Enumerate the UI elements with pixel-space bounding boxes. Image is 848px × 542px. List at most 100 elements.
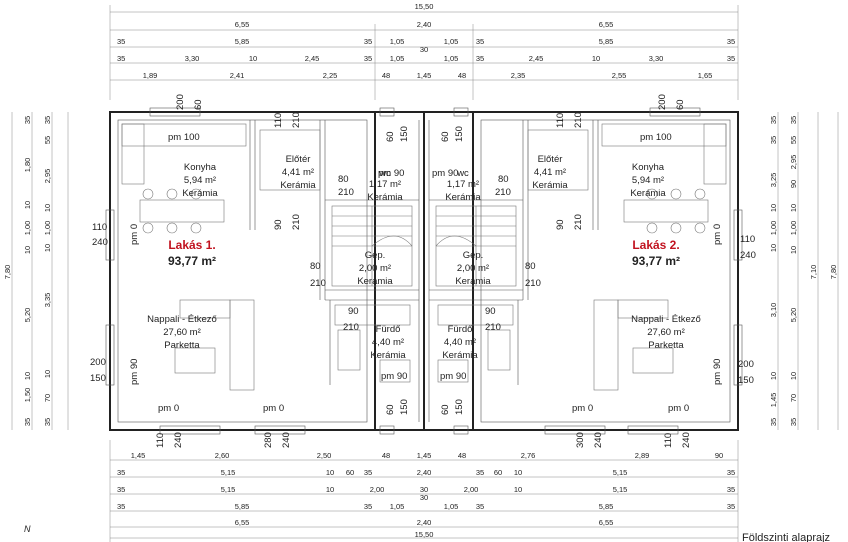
dim-label: 35 [727,37,735,46]
bottom-window-1-width: 300 [575,432,586,448]
dim-top-row3: 35 5,85 35 1,05 30 1,05 35 5,85 35 [117,37,735,54]
bottom-window-1-height: 240 [173,432,184,448]
flat-1-name: Lakás 1. [168,238,215,252]
dim-label: 10 [43,244,52,252]
openings-left: 200 60 pm 100 110 210 60 150 pm 90 80 21… [90,94,410,448]
dim-label: 35 [117,37,125,46]
room-name: Fürdő [448,324,473,335]
dim-label: 35 [43,418,52,426]
dim-label: 1,05 [390,502,405,511]
dim-label: 35 [727,485,735,494]
room-wc-right: wc 1,17 m² Kerámia [445,168,481,203]
dim-label: 10 [514,468,522,477]
side-window-top-pm: pm 0 [712,224,723,245]
dim-label: 1,45 [131,451,146,460]
dim-label: 6,55 [235,518,250,527]
dim-label: 35 [117,54,125,63]
dim-bottom-row5: 6,55 2,40 6,55 [235,518,614,527]
bottom-pm-2: pm 0 [263,403,284,414]
wc-door-height: 210 [495,187,511,198]
dim-label: 5,20 [23,308,32,323]
stairs-left [331,205,413,287]
room-floor: Parketta [164,340,200,351]
furdo-door-height: 210 [343,322,359,333]
side-window-bottom-sill: 150 [738,375,754,386]
dim-label: 35 [727,468,735,477]
dim-label: 35 [364,54,372,63]
windows [105,107,743,435]
entry-door-width: 110 [555,113,566,128]
dim-label: 1,05 [390,37,405,46]
dim-label: 35 [769,418,778,426]
dim-label: 2,25 [323,71,338,80]
flat-2-name: Lakás 2. [632,238,679,252]
room-area: 27,60 m² [647,327,685,338]
dim-label: 10 [592,54,600,63]
side-window-top-pm: pm 0 [129,224,140,245]
room-name: Konyha [184,162,217,173]
room-floor: Kerámia [357,276,393,287]
dim-label: 10 [769,204,778,212]
room-area: 1,17 m² [447,179,479,190]
room-area: 2,00 m² [457,263,489,274]
dim-label: 35 [789,116,798,124]
room-floor: Kerámia [442,350,478,361]
room-name: Gép. [463,250,484,261]
room-name: wc [456,168,469,179]
dim-label: 30 [420,493,428,502]
dim-top-row2: 6,55 2,40 6,55 [235,20,614,29]
dim-label: 2,40 [417,468,432,477]
wc-window-width: 60 [440,131,451,142]
dim-label: 10 [789,246,798,254]
gep-door-width: 80 [525,261,536,272]
dim-label: 3,10 [769,303,778,318]
room-area: 1,17 m² [369,179,401,190]
dim-label: 5,85 [235,502,250,511]
dim-label: 2,00 [464,485,479,494]
wc-window-sill: 150 [399,126,410,142]
dim-right-col3: 7,10 [809,265,818,280]
room-area: 27,60 m² [163,327,201,338]
dim-label: 2,40 [417,20,432,29]
furniture-left [121,123,411,391]
dim-label: 35 [476,468,484,477]
stairs-right [435,205,517,287]
room-name: Fürdő [376,324,401,335]
dim-label: 10 [769,372,778,380]
openings-right: 200 60 pm 100 110 210 60 150 pm 90 80 21… [432,94,756,448]
room-area: 2,00 m² [359,263,391,274]
room-name: Előtér [538,154,563,165]
dim-right-col2: 35 55 2,95 90 10 1,00 10 5,20 10 70 35 [789,116,798,426]
dim-label: 30 [420,485,428,494]
dim-top-row5: 1,89 2,41 2,25 48 1,45 48 2,35 2,55 1,65 [143,71,713,80]
furdo-door-height: 210 [485,322,501,333]
dim-label: 2,50 [317,451,332,460]
bottom-window-2-height: 240 [281,432,292,448]
furdo-window-sill: 150 [399,399,410,415]
dim-label: 5,20 [789,308,798,323]
dim-bottom-row3: 35 5,15 10 2,00 30 2,00 10 5,15 35 [117,485,735,494]
gep-door-height: 210 [525,278,541,289]
room-floor: Kerámia [455,276,491,287]
furdo-window-sill: 150 [454,399,465,415]
dim-label: 35 [476,37,484,46]
dim-label: 35 [364,37,372,46]
left-dimensions [11,112,69,430]
dim-label: 2,45 [529,54,544,63]
dim-label: 1,05 [444,54,459,63]
dim-label: 35 [727,502,735,511]
dim-left-col3: 35 55 2,95 10 1,00 10 3,35 10 70 35 [43,116,52,426]
flat-1-area: 93,77 m² [168,254,216,268]
dim-label: 10 [43,370,52,378]
room-nappali-right: Nappali - Étkező 27,60 m² Parketta [631,314,701,351]
dim-label: 35 [117,485,125,494]
dim-right-col1: 35 35 3,25 10 1,00 10 3,10 10 1,45 35 [769,116,778,426]
sheet-title: Földszinti alaprajz [742,532,830,542]
dim-bottom-row1: 1,45 2,60 2,50 48 1,45 48 2,76 2,89 90 [131,451,723,460]
dim-label: 35 [789,418,798,426]
flat-2-area: 93,77 m² [632,254,680,268]
dim-label: 1,00 [769,221,778,236]
dim-label: 5,85 [235,37,250,46]
dim-label: 6,55 [599,518,614,527]
furdo-window-width: 60 [385,404,396,415]
